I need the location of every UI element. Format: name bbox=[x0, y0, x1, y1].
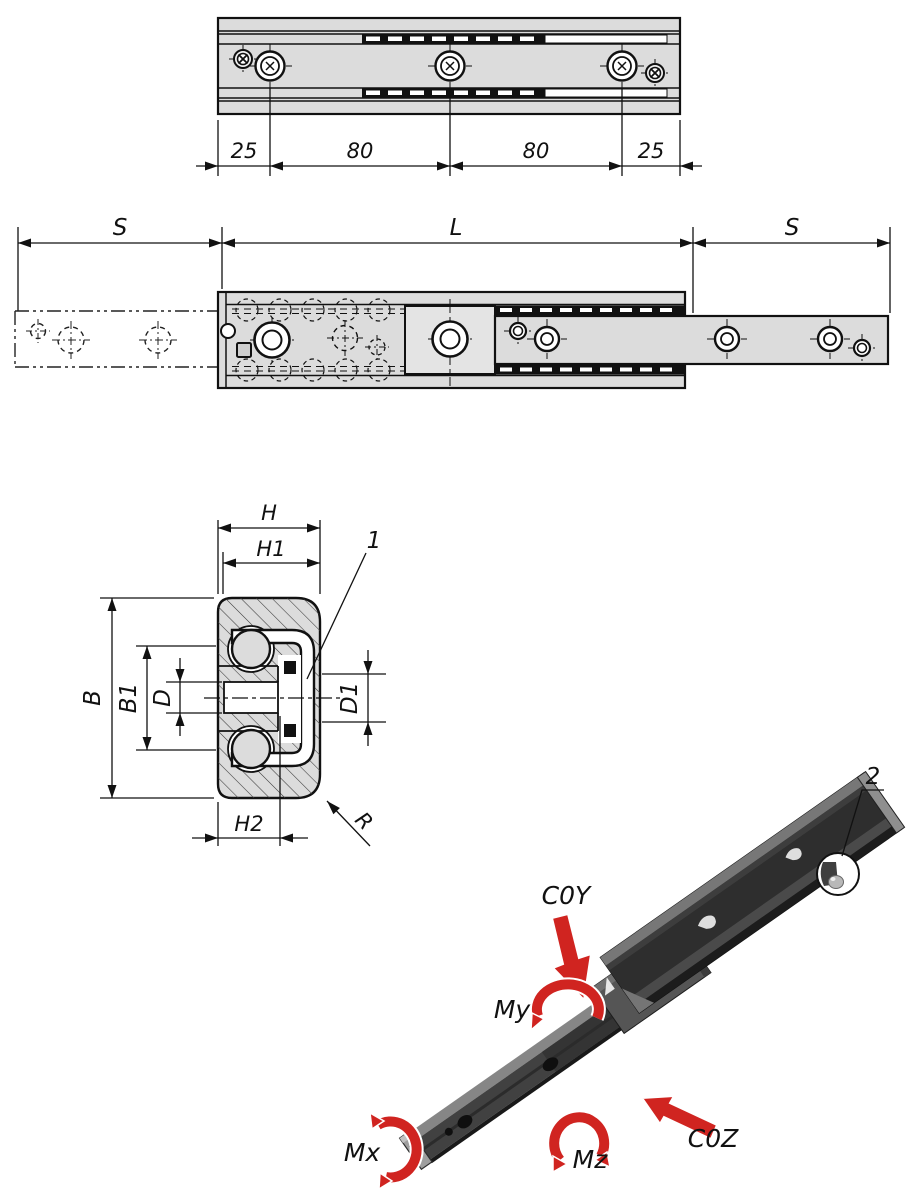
load-label-mx: Mx bbox=[344, 1138, 381, 1167]
dim-label-h1: H1 bbox=[256, 537, 285, 561]
load-label-my: My bbox=[494, 995, 532, 1024]
arrow-my bbox=[529, 977, 606, 1032]
through-hole bbox=[248, 44, 292, 88]
dim-label-25-right: 25 bbox=[638, 139, 665, 163]
center-mount-block bbox=[404, 299, 496, 386]
arrow-c0y bbox=[550, 912, 593, 1003]
load-label-mz: Mz bbox=[573, 1145, 609, 1174]
dim-label-d1: D1 bbox=[337, 682, 363, 714]
detail-circle bbox=[816, 852, 860, 896]
dim-label-s-right: S bbox=[785, 215, 800, 241]
dim-label-h2: H2 bbox=[234, 812, 263, 836]
ball-track-top bbox=[362, 33, 545, 44]
visible-track-bottom bbox=[495, 365, 685, 375]
extended-view: S L S bbox=[14, 215, 891, 390]
dim-label-80-left: 80 bbox=[347, 139, 374, 163]
iso-view: 2 bbox=[344, 764, 906, 1191]
end-stop-block bbox=[236, 342, 252, 358]
top-view: 25 80 80 25 bbox=[196, 16, 702, 176]
hidden-balls bbox=[235, 298, 391, 382]
arrow-mx bbox=[369, 1111, 424, 1191]
dim-label-25-left: 25 bbox=[231, 139, 258, 163]
dim-label-l: L bbox=[450, 215, 463, 241]
load-label-c0z: C0Z bbox=[688, 1124, 739, 1153]
dim-label-s-left: S bbox=[113, 215, 128, 241]
dim-label-h: H bbox=[261, 501, 277, 525]
through-hole bbox=[600, 44, 644, 88]
through-hole bbox=[428, 44, 472, 88]
inner-rail-holes bbox=[504, 317, 876, 362]
extended-dimensions: S L S bbox=[17, 215, 891, 313]
ball-track-bottom bbox=[362, 87, 545, 98]
cross-section: H H1 B B1 D D1 H2 R 1 bbox=[80, 501, 386, 847]
ball-bottom bbox=[230, 728, 272, 770]
dim-label-b1: B1 bbox=[116, 683, 142, 713]
ball-top bbox=[230, 628, 272, 670]
section-body bbox=[204, 596, 344, 800]
phantom-extended-position bbox=[14, 310, 218, 368]
callout-2: 2 bbox=[841, 764, 884, 857]
section-dimensions: H H1 B B1 D D1 H2 R bbox=[80, 501, 386, 847]
large-hole-left bbox=[250, 318, 294, 362]
top-view-dimensions: 25 80 80 25 bbox=[196, 88, 702, 176]
inner-rail-extended bbox=[493, 314, 890, 366]
iso-rail bbox=[398, 770, 906, 1171]
callout-2-label: 2 bbox=[866, 764, 881, 790]
top-view-rail bbox=[216, 16, 682, 116]
countersunk-hole bbox=[229, 45, 257, 73]
outer-rail-3d bbox=[599, 770, 906, 1014]
load-arrows: C0Y My Mx Mz C0Z bbox=[344, 881, 739, 1191]
mounting-holes bbox=[229, 44, 669, 88]
hidden-holes-mid bbox=[327, 320, 389, 359]
arrow-c0z bbox=[640, 1094, 719, 1141]
dim-label-d: D bbox=[150, 689, 176, 707]
countersunk-hole bbox=[641, 59, 669, 87]
dim-label-b: B bbox=[80, 690, 106, 706]
arrow-mz bbox=[547, 1110, 612, 1174]
end-pin bbox=[220, 323, 236, 339]
load-label-c0y: C0Y bbox=[542, 881, 592, 910]
dim-label-80-right: 80 bbox=[523, 139, 550, 163]
callout-1-label: 1 bbox=[367, 528, 382, 554]
visible-track-top bbox=[495, 305, 685, 315]
callout-1: 1 bbox=[306, 528, 382, 680]
